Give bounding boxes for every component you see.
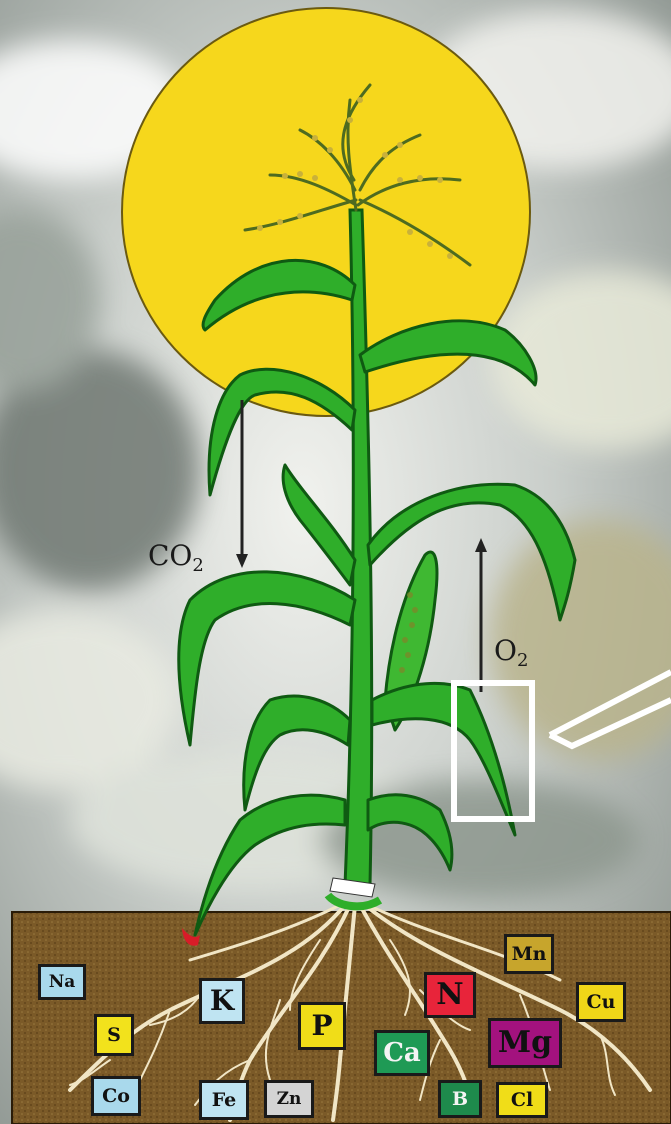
nutrient-fe: Fe (199, 1080, 249, 1120)
nutrient-b: B (438, 1080, 482, 1118)
nutrient-n: N (424, 972, 476, 1018)
nutrient-na: Na (38, 964, 86, 1000)
nutrient-s: S (94, 1014, 134, 1056)
nutrient-k: K (199, 978, 245, 1024)
nutrient-zn: Zn (264, 1080, 314, 1118)
nutrient-co: Co (91, 1076, 141, 1116)
nutrient-mg: Mg (488, 1018, 562, 1068)
nutrient-ca: Ca (374, 1030, 430, 1076)
nutrient-mn: Mn (504, 934, 554, 974)
nutrient-p: P (298, 1002, 346, 1050)
nutrient-cl: Cl (496, 1082, 548, 1118)
nutrient-cu: Cu (576, 982, 626, 1022)
